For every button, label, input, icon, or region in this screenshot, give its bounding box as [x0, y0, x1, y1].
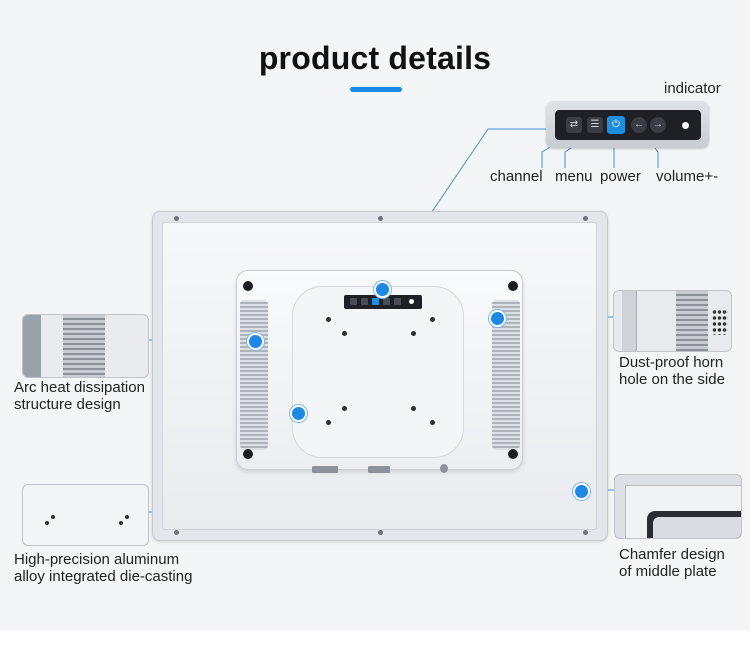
indicator-label: indicator — [664, 80, 721, 97]
vesa-screw — [342, 406, 347, 411]
control-panel-zoom: ⇄ ☰ ⏻ ← → — [546, 101, 709, 148]
dust-frame-edge — [622, 291, 637, 351]
mini-button — [361, 298, 368, 305]
mini-button — [383, 298, 390, 305]
control-panel-face: ⇄ ☰ ⏻ ← → — [555, 110, 701, 140]
channel-label: channel — [490, 168, 543, 185]
chamfer-label-1: Chamfer design — [619, 546, 725, 563]
channel-switch-icon: ⇄ — [566, 117, 582, 133]
heat-ribs-image — [63, 315, 105, 377]
title-underline — [350, 87, 402, 92]
closeup-screw — [125, 515, 129, 519]
vesa-screw — [411, 331, 416, 336]
hotspot-control-panel — [374, 281, 391, 298]
mini-button — [350, 298, 357, 305]
footer-band — [0, 630, 750, 650]
page-title: product details — [258, 40, 492, 76]
frame-screw — [378, 530, 383, 535]
vesa-plate — [292, 286, 464, 458]
heat-label-1: Arc heat dissipation — [14, 379, 145, 396]
closeup-screw — [51, 515, 55, 519]
dust-label-2: hole on the side — [619, 371, 725, 388]
frame-screw — [174, 216, 179, 221]
io-port — [440, 464, 448, 473]
power-icon: ⏻ — [607, 116, 625, 134]
mini-power-button — [372, 298, 379, 305]
dust-ribs-image — [676, 291, 708, 351]
indicator-light — [682, 122, 689, 129]
heat-vent-closeup — [22, 314, 149, 378]
vesa-screw — [326, 420, 331, 425]
closeup-screw — [119, 521, 123, 525]
aluminum-label-1: High-precision aluminum — [14, 551, 180, 568]
frame-screw — [174, 530, 179, 535]
power-label: power — [600, 168, 641, 185]
hotspot-dust-hole — [489, 310, 506, 327]
chamfer-label-2: of middle plate — [619, 563, 717, 580]
io-port — [312, 466, 338, 473]
menu-label: menu — [555, 168, 593, 185]
aluminum-label-2: alloy integrated die-casting — [14, 568, 193, 585]
closeup-screw — [45, 521, 49, 525]
vesa-screw — [411, 406, 416, 411]
frame-screw — [378, 216, 383, 221]
vesa-screw — [342, 331, 347, 336]
vesa-screw — [430, 317, 435, 322]
hotspot-aluminum-body — [290, 405, 307, 422]
frame-screw — [583, 530, 588, 535]
menu-list-icon: ☰ — [587, 117, 603, 133]
frame-screw — [583, 216, 588, 221]
corner-foot — [243, 449, 253, 459]
io-port — [368, 466, 390, 473]
heat-label-2: structure design — [14, 396, 121, 413]
back-control-panel — [344, 295, 422, 309]
hotspot-heat-vent — [247, 333, 264, 350]
vesa-screw — [430, 420, 435, 425]
dust-hole-closeup — [613, 290, 732, 352]
corner-foot — [508, 449, 518, 459]
chamfer-inner-plate-edge — [653, 517, 741, 538]
dust-label-1: Dust-proof horn — [619, 354, 724, 371]
mini-indicator — [409, 299, 414, 304]
aluminum-closeup — [22, 484, 149, 546]
vesa-screw — [326, 317, 331, 322]
chamfer-closeup — [614, 474, 742, 539]
volume-label: volume+- — [656, 168, 719, 185]
dust-holes — [712, 309, 728, 335]
mini-button — [394, 298, 401, 305]
corner-foot — [508, 281, 518, 291]
arrow-left-icon: ← — [631, 117, 647, 133]
closeup-shadow — [23, 315, 41, 377]
left-heat-vent — [240, 300, 268, 450]
arrow-right-icon: → — [650, 117, 666, 133]
hotspot-chamfer-plate — [573, 483, 590, 500]
corner-foot — [243, 281, 253, 291]
